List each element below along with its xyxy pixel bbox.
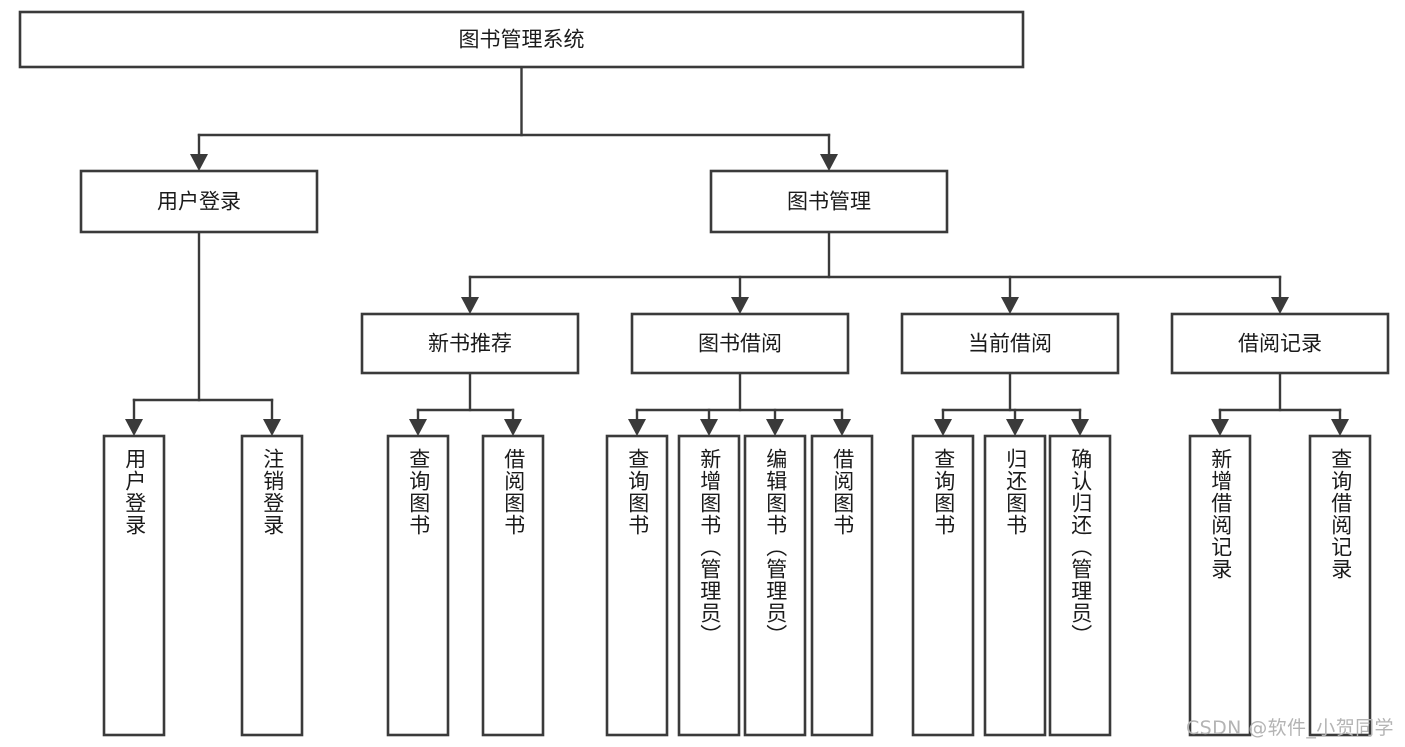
node-label-l1-用户登录: 用户登录: [157, 190, 241, 214]
arrow-down-icon-bookmgmt-1: [731, 297, 749, 314]
arrow-down-icon-新书推荐-0: [409, 419, 427, 436]
node-box-l1-用户登录[interactable]: [79, 169, 319, 234]
arrow-down-icon-新书推荐-1: [504, 419, 522, 436]
node-box-root-图书管理系统[interactable]: [18, 10, 1025, 69]
arrow-down-icon-当前借阅-0: [934, 419, 952, 436]
node-label-root: 图书管理系统: [459, 28, 585, 52]
arrow-down-icon-图书借阅-1: [700, 419, 718, 436]
arrow-down-icon-图书借阅-2: [766, 419, 784, 436]
node-box-leaf-1-注销登录[interactable]: [240, 434, 304, 737]
arrow-down-icon-用户登录-0: [125, 419, 143, 436]
node-box-leaf-12-查询借阅记录[interactable]: [1308, 434, 1372, 737]
connectors-layer: [125, 65, 1349, 436]
arrow-down-icon-当前借阅-1: [1006, 419, 1024, 436]
arrow-down-icon-图书借阅-0: [628, 419, 646, 436]
node-box-leaf-5-新增图书管理员[interactable]: [677, 434, 741, 737]
node-box-leaf-8-查询图书[interactable]: [911, 434, 975, 737]
node-box-leaf-11-新增借阅记录[interactable]: [1188, 434, 1252, 737]
csdn-watermark: CSDN @软件_小贺同学: [1186, 717, 1394, 739]
node-box-l2-新书推荐[interactable]: [360, 312, 580, 375]
node-box-leaf-10-确认归还管理员[interactable]: [1048, 434, 1112, 737]
arrow-down-icon-用户登录-1: [263, 419, 281, 436]
node-label-l2-图书借阅: 图书借阅: [698, 332, 782, 356]
arrow-down-icon-bookmgmt-2: [1001, 297, 1019, 314]
arrow-down-icon-root-0: [190, 154, 208, 171]
node-box-leaf-9-归还图书[interactable]: [983, 434, 1047, 737]
node-box-l2-借阅记录[interactable]: [1170, 312, 1390, 375]
node-box-l1-图书管理[interactable]: [709, 169, 949, 234]
node-box-leaf-0-用户登录[interactable]: [102, 434, 166, 737]
node-label-l2-当前借阅: 当前借阅: [968, 332, 1052, 356]
arrow-down-icon-bookmgmt-0: [461, 297, 479, 314]
node-box-leaf-2-查询图书[interactable]: [386, 434, 450, 737]
arrow-down-icon-root-1: [820, 154, 838, 171]
node-box-l2-图书借阅[interactable]: [630, 312, 850, 375]
node-box-leaf-6-编辑图书管理员[interactable]: [743, 434, 807, 737]
arrow-down-icon-借阅记录-1: [1331, 419, 1349, 436]
node-label-l1-图书管理: 图书管理: [787, 190, 871, 214]
node-box-leaf-3-借阅图书[interactable]: [481, 434, 545, 737]
arrow-down-icon-当前借阅-2: [1071, 419, 1089, 436]
node-box-leaf-4-查询图书[interactable]: [605, 434, 669, 737]
node-box-leaf-7-借阅图书[interactable]: [810, 434, 874, 737]
boxes-layer: [18, 10, 1390, 737]
arrow-down-icon-bookmgmt-3: [1271, 297, 1289, 314]
arrow-down-icon-图书借阅-3: [833, 419, 851, 436]
arrow-down-icon-借阅记录-0: [1211, 419, 1229, 436]
node-label-l2-新书推荐: 新书推荐: [428, 332, 512, 356]
node-box-l2-当前借阅[interactable]: [900, 312, 1120, 375]
node-label-l2-借阅记录: 借阅记录: [1238, 332, 1322, 356]
